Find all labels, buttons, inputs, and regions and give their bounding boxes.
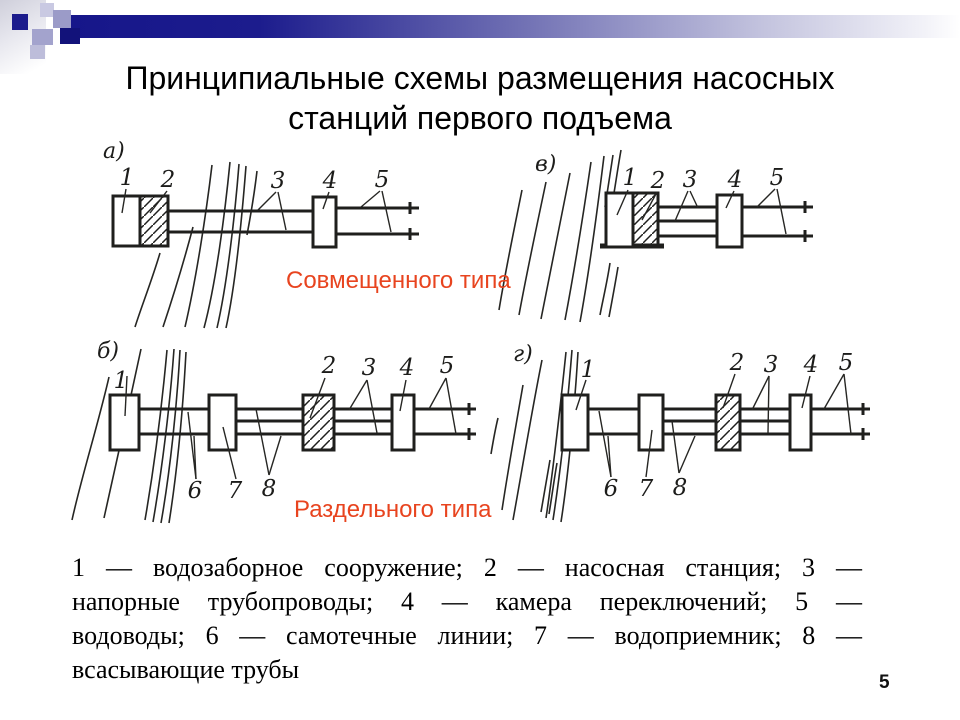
legend-line-2: напорные трубопроводы; 4 — камера перекл… xyxy=(72,587,862,616)
legend-line-1: 1 — водозаборное сооружение; 2 — насосна… xyxy=(72,553,862,582)
callout-3: 3 xyxy=(764,352,779,378)
combined-type-label: Совмещенного типа xyxy=(286,267,511,294)
switch-chamber-box xyxy=(788,393,813,452)
diagram-b-separate-scheme: б) 1 2 3 4 5 6 7 8 xyxy=(71,339,476,524)
figure-label: а) xyxy=(103,139,125,164)
diagram-g-separate-scheme: г) 1 2 3 4 5 6 7 8 xyxy=(490,342,870,523)
callout-4: 4 xyxy=(803,352,819,378)
callout-4: 4 xyxy=(399,355,415,381)
diagram-v-combined-scheme: в) 1 2 3 4 5 xyxy=(498,149,813,323)
pump-station-hatch xyxy=(301,393,336,452)
callout-5: 5 xyxy=(770,165,785,191)
switch-chamber-box xyxy=(715,193,744,249)
separate-type-label: Раздельного типа xyxy=(294,496,492,523)
callout-2: 2 xyxy=(650,168,666,194)
callout-4: 4 xyxy=(727,167,743,193)
deco-square-icon xyxy=(60,28,80,44)
pipes xyxy=(168,202,419,240)
pump-station-hatch xyxy=(714,393,742,452)
legend-line-3: водоводы; 6 — самотечные линии; 7 — водо… xyxy=(72,621,862,650)
figure-label: б) xyxy=(97,339,119,364)
leader-lines xyxy=(124,375,457,480)
figure-label: г) xyxy=(513,342,533,367)
figure-legend: 1 — водозаборное сооружение; 2 — насосна… xyxy=(72,551,862,687)
deco-square-icon xyxy=(53,10,71,28)
shoreline-curves xyxy=(498,149,622,323)
intake-box xyxy=(108,393,141,452)
callout-8: 8 xyxy=(262,476,277,502)
leader-lines xyxy=(121,188,392,233)
pipes xyxy=(588,403,870,440)
callout-5: 5 xyxy=(440,353,455,379)
shoreline-curves xyxy=(134,161,258,329)
switch-chamber-box xyxy=(311,195,338,249)
callout-3: 3 xyxy=(271,168,286,194)
callout-7: 7 xyxy=(639,476,654,502)
switch-chamber-box xyxy=(390,393,416,452)
title-line-2: станций первого подъема xyxy=(288,100,672,136)
intake-box xyxy=(560,393,590,452)
diagram-a-combined-scheme: а) 1 2 3 4 5 xyxy=(103,139,419,329)
header-bar xyxy=(62,15,960,38)
callout-2: 2 xyxy=(729,350,745,376)
title-line-1: Принципиальные схемы размещения насосных xyxy=(125,60,835,96)
callout-7: 7 xyxy=(228,478,243,504)
callout-2: 2 xyxy=(321,353,337,379)
deco-square-icon xyxy=(30,45,45,59)
pump-station-hatch xyxy=(631,191,660,249)
shoreline-curves xyxy=(490,349,579,523)
callout-1: 1 xyxy=(623,165,638,191)
leader-lines xyxy=(616,188,787,235)
callout-6: 6 xyxy=(188,478,203,504)
pipes xyxy=(139,403,476,440)
callout-1: 1 xyxy=(120,165,135,191)
callout-2: 2 xyxy=(160,167,176,193)
callout-3: 3 xyxy=(362,355,377,381)
deco-square-icon xyxy=(40,3,54,17)
deco-square-icon xyxy=(12,14,28,30)
callout-3: 3 xyxy=(683,167,698,193)
callout-6: 6 xyxy=(604,476,619,502)
pump-station-hatch xyxy=(138,194,170,248)
callout-8: 8 xyxy=(673,475,688,501)
deco-square-icon xyxy=(32,29,53,45)
callout-5: 5 xyxy=(375,167,390,193)
leader-lines xyxy=(575,373,852,478)
intake-box xyxy=(604,191,635,249)
page-title: Принципиальные схемы размещения насосных… xyxy=(0,58,960,138)
legend-line-4: всасывающие трубы xyxy=(72,655,300,684)
water-receiver-box xyxy=(207,393,238,452)
pipes xyxy=(658,201,813,242)
figure-label: в) xyxy=(535,152,556,177)
callout-1: 1 xyxy=(114,368,129,394)
page-number: 5 xyxy=(879,672,890,693)
callout-4: 4 xyxy=(322,168,338,194)
callout-5: 5 xyxy=(839,350,854,376)
callout-1: 1 xyxy=(581,357,596,383)
